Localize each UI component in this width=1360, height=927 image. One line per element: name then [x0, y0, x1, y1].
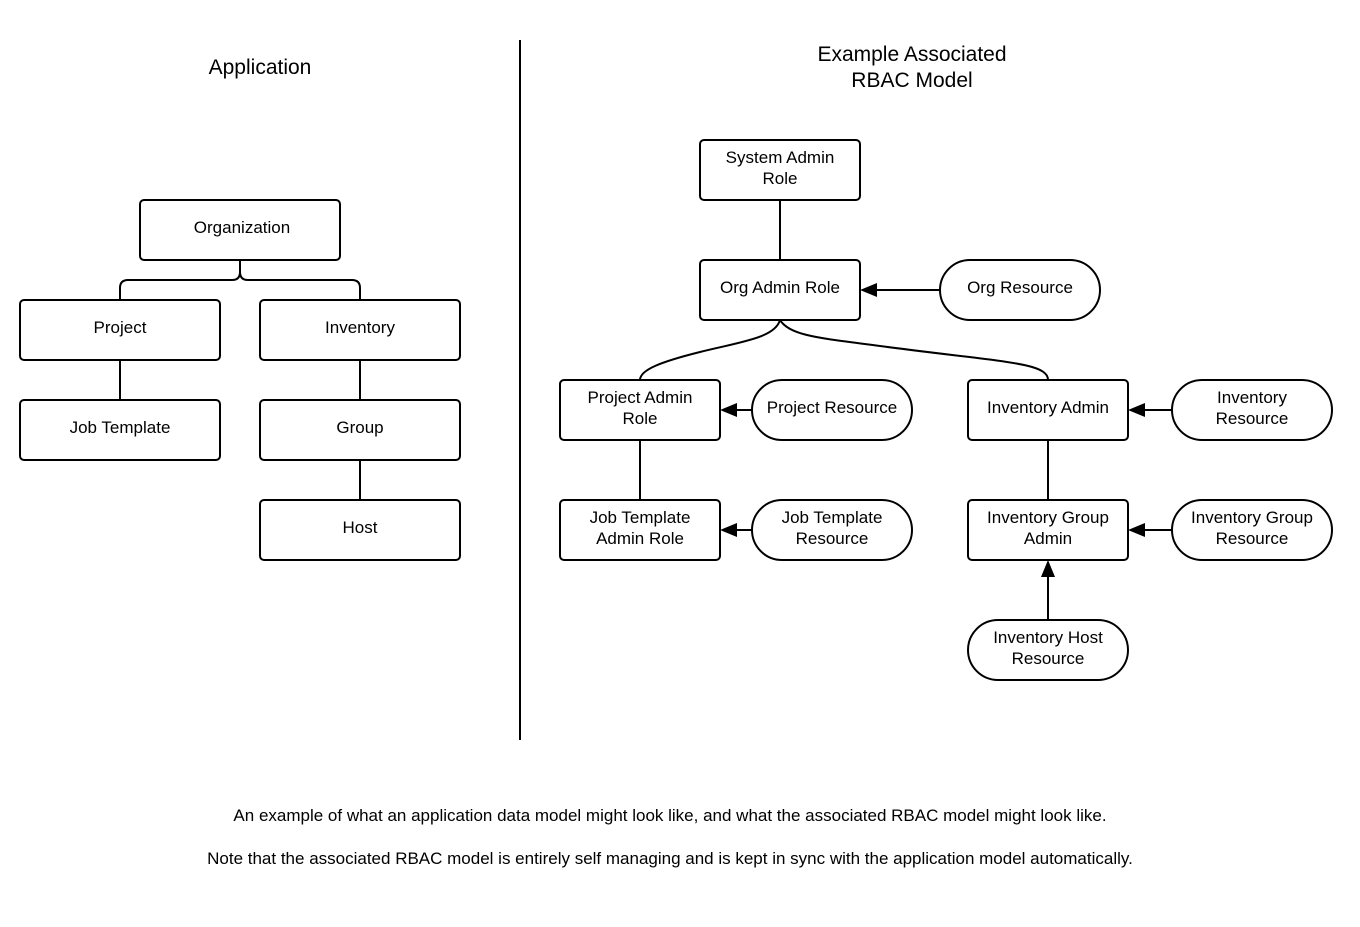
node-inventory-admin-label: Inventory Admin: [987, 398, 1109, 417]
node-system-admin-role-line1: System Admin: [726, 148, 835, 167]
node-project-label: Project: [94, 318, 147, 337]
edge-organization-project: [119, 260, 241, 300]
caption-line-1: An example of what an application data m…: [233, 806, 1107, 825]
node-organization: Organization: [139, 199, 341, 261]
node-organization-label: Organization: [194, 218, 290, 237]
node-inventory-group-admin: Inventory Group Admin: [967, 499, 1129, 561]
node-project-admin-role-line2: Role: [623, 409, 658, 428]
rbac-title-line1: Example Associated: [817, 43, 1006, 66]
node-inventory-group-resource: Inventory Group Resource: [1171, 499, 1333, 561]
arrow-job-template-resource: [720, 523, 752, 537]
node-project-resource-label: Project Resource: [767, 398, 897, 417]
edge-org-admin-project-admin: [639, 319, 781, 381]
node-org-resource: Org Resource: [939, 259, 1101, 321]
node-job-template-admin-role: Job Template Admin Role: [559, 499, 721, 561]
node-inventory-resource-line1: Inventory: [1217, 388, 1287, 407]
node-project-resource: Project Resource: [751, 379, 913, 441]
node-host: Host: [259, 499, 461, 561]
node-inventory-host-resource-line2: Resource: [1012, 649, 1085, 668]
node-job-template-admin-role-line2: Admin Role: [596, 529, 684, 548]
node-system-admin-role-line2: Role: [763, 169, 798, 188]
node-inventory-group-resource-line1: Inventory Group: [1191, 508, 1313, 527]
node-inventory-group-admin-line1: Inventory Group: [987, 508, 1109, 527]
node-system-admin-role: System Admin Role: [699, 139, 861, 201]
node-inventory-host-resource: Inventory Host Resource: [967, 619, 1129, 681]
node-org-admin-role-label: Org Admin Role: [720, 278, 840, 297]
node-job-template-resource-line2: Resource: [796, 529, 869, 548]
node-job-template-admin-role-line1: Job Template: [590, 508, 691, 527]
node-project-admin-role-line1: Project Admin: [588, 388, 693, 407]
node-project-admin-role: Project Admin Role: [559, 379, 721, 441]
node-group: Group: [259, 399, 461, 461]
node-job-template-resource: Job Template Resource: [751, 499, 913, 561]
caption-line-2: Note that the associated RBAC model is e…: [207, 849, 1133, 868]
arrow-inventory-group-resource: [1128, 523, 1172, 537]
node-org-admin-role: Org Admin Role: [699, 259, 861, 321]
node-inventory: Inventory: [259, 299, 461, 361]
node-inventory-group-resource-line2: Resource: [1216, 529, 1289, 548]
node-host-label: Host: [343, 518, 378, 537]
node-org-resource-label: Org Resource: [967, 278, 1073, 297]
node-job-template: Job Template: [19, 399, 221, 461]
edge-organization-inventory: [239, 260, 361, 300]
arrow-project-resource: [720, 403, 752, 417]
node-inventory-admin: Inventory Admin: [967, 379, 1129, 441]
node-inventory-host-resource-line1: Inventory Host: [993, 628, 1103, 647]
node-inventory-group-admin-line2: Admin: [1024, 529, 1072, 548]
node-group-label: Group: [336, 418, 383, 437]
rbac-title-line2: RBAC Model: [851, 69, 972, 92]
node-job-template-label: Job Template: [70, 418, 171, 437]
node-inventory-label: Inventory: [325, 318, 395, 337]
node-job-template-resource-line1: Job Template: [782, 508, 883, 527]
arrow-inventory-resource: [1128, 403, 1172, 417]
edge-org-admin-inventory-admin: [779, 319, 1049, 381]
node-inventory-resource: Inventory Resource: [1171, 379, 1333, 441]
node-project: Project: [19, 299, 221, 361]
node-inventory-resource-line2: Resource: [1216, 409, 1289, 428]
arrow-org-resource: [860, 283, 940, 297]
arrow-inventory-host-resource: [1041, 560, 1055, 620]
application-title: Application: [209, 56, 312, 79]
